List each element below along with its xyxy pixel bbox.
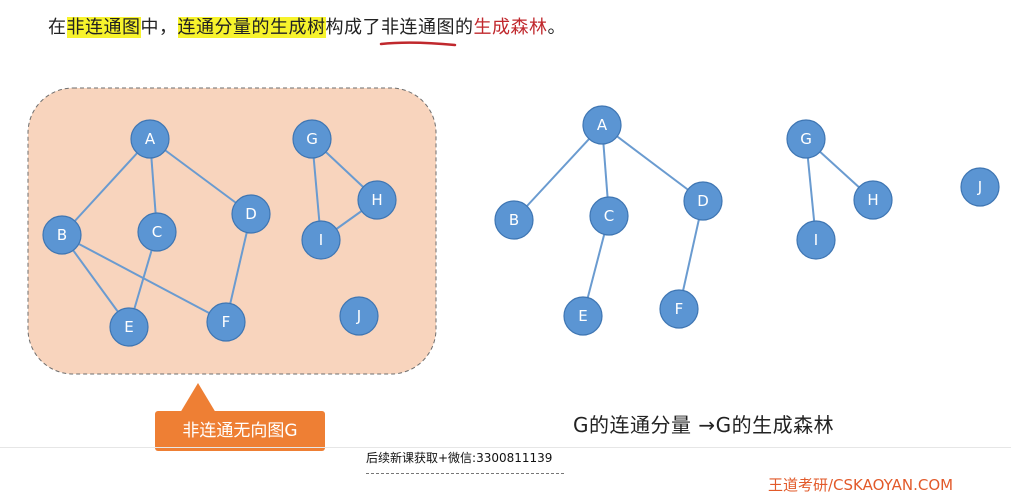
forest-node-circle-A bbox=[582, 105, 622, 145]
forest-node-C: C bbox=[589, 196, 629, 236]
forest-node-label-C: C bbox=[604, 207, 614, 225]
left-node-circle-A bbox=[130, 119, 170, 159]
forest-node-F: F bbox=[659, 289, 699, 329]
caption: G的连通分量 →G的生成森林 bbox=[573, 413, 835, 437]
heading-mid1: 中， bbox=[140, 17, 178, 38]
forest-node-circle-I bbox=[796, 220, 836, 260]
footer-text: 后续新课获取+微信:3300811139 bbox=[366, 451, 553, 465]
heading-term-spanning-forest: 生成森林 bbox=[473, 17, 548, 38]
left-node-label-D: D bbox=[245, 205, 257, 223]
forest-node-label-F: F bbox=[675, 300, 684, 318]
left-node-D: D bbox=[231, 194, 271, 234]
red-underline-stroke bbox=[379, 41, 457, 47]
heading-underlined-term: 非连通图 bbox=[379, 17, 457, 47]
left-node-circle-J bbox=[339, 296, 379, 336]
forest-node-label-B: B bbox=[509, 211, 519, 229]
left-node-label-B: B bbox=[57, 226, 67, 244]
left-node-circle-E bbox=[109, 307, 149, 347]
left-node-G: G bbox=[292, 119, 332, 159]
forest-node-circle-J bbox=[960, 167, 1000, 207]
heading-mid2: 构成了 bbox=[325, 17, 381, 38]
forest-node-J: J bbox=[960, 167, 1000, 207]
watermark: 王道考研/CSKAOYAN.COM bbox=[768, 476, 954, 494]
left-node-B: B bbox=[42, 215, 82, 255]
left-node-circle-H bbox=[357, 180, 397, 220]
forest-node-circle-B bbox=[494, 200, 534, 240]
left-node-I: I bbox=[301, 220, 341, 260]
forest-node-label-J: J bbox=[977, 178, 982, 196]
footer-dashed-rule bbox=[366, 473, 564, 474]
heading-mid3: 的 bbox=[455, 17, 474, 38]
callout-label: 非连通无向图G bbox=[155, 411, 325, 451]
forest-edge-A-B bbox=[513, 124, 603, 221]
forest-node-label-D: D bbox=[697, 192, 709, 210]
left-node-A: A bbox=[130, 119, 170, 159]
left-node-circle-G bbox=[292, 119, 332, 159]
forest-node-B: B bbox=[494, 200, 534, 240]
forest-node-I: I bbox=[796, 220, 836, 260]
forest-node-circle-H bbox=[853, 180, 893, 220]
left-node-label-J: J bbox=[356, 307, 361, 325]
left-node-circle-B bbox=[42, 215, 82, 255]
forest-node-label-A: A bbox=[597, 116, 608, 134]
left-node-circle-D bbox=[231, 194, 271, 234]
callout-pointer bbox=[180, 383, 216, 413]
left-node-C: C bbox=[137, 212, 177, 252]
heading: 在非连通图中，连通分量的生成树构成了非连通图的生成森林。 bbox=[48, 13, 566, 47]
left-node-label-F: F bbox=[222, 313, 231, 331]
heading-term-disconnected-graph: 非连通图 bbox=[66, 17, 141, 38]
forest-edge-A-D bbox=[601, 124, 704, 202]
heading-pre: 在 bbox=[48, 17, 67, 38]
forest-node-circle-C bbox=[589, 196, 629, 236]
left-graph-nodes: A B C D E F G H I J bbox=[42, 119, 397, 347]
left-node-label-H: H bbox=[371, 191, 382, 209]
forest-node-circle-D bbox=[683, 181, 723, 221]
forest-node-circle-F bbox=[659, 289, 699, 329]
left-node-J: J bbox=[339, 296, 379, 336]
forest-node-H: H bbox=[853, 180, 893, 220]
forest-node-D: D bbox=[683, 181, 723, 221]
left-edge-A-D bbox=[149, 138, 252, 215]
forest-node-G: G bbox=[786, 119, 826, 159]
footer-divider bbox=[0, 447, 1011, 448]
heading-term-disconnected-graph-2: 非连通图 bbox=[381, 17, 455, 38]
left-node-label-E: E bbox=[124, 318, 133, 336]
left-node-label-C: C bbox=[152, 223, 162, 241]
forest-nodes: A B C D E F G H I J bbox=[494, 105, 1000, 336]
left-node-circle-F bbox=[206, 302, 246, 342]
left-edge-A-B bbox=[61, 138, 151, 236]
left-node-circle-I bbox=[301, 220, 341, 260]
forest-node-circle-E bbox=[563, 296, 603, 336]
left-node-circle-C bbox=[137, 212, 177, 252]
forest-edges bbox=[513, 124, 874, 317]
forest-node-A: A bbox=[582, 105, 622, 145]
left-node-label-I: I bbox=[319, 231, 323, 249]
left-node-label-G: G bbox=[306, 130, 318, 148]
forest-node-E: E bbox=[563, 296, 603, 336]
forest-node-label-G: G bbox=[800, 130, 812, 148]
forest-node-circle-G bbox=[786, 119, 826, 159]
heading-term-spanning-tree: 连通分量的生成树 bbox=[177, 17, 326, 38]
forest-node-label-I: I bbox=[814, 231, 818, 249]
left-node-F: F bbox=[206, 302, 246, 342]
left-node-H: H bbox=[357, 180, 397, 220]
heading-end: 。 bbox=[547, 17, 566, 38]
left-node-E: E bbox=[109, 307, 149, 347]
forest-node-label-E: E bbox=[578, 307, 587, 325]
left-node-label-A: A bbox=[145, 130, 156, 148]
graph-diagram: A B C D E F G H I J A B C D E F G H I J bbox=[27, 87, 1000, 375]
forest-node-label-H: H bbox=[867, 191, 878, 209]
